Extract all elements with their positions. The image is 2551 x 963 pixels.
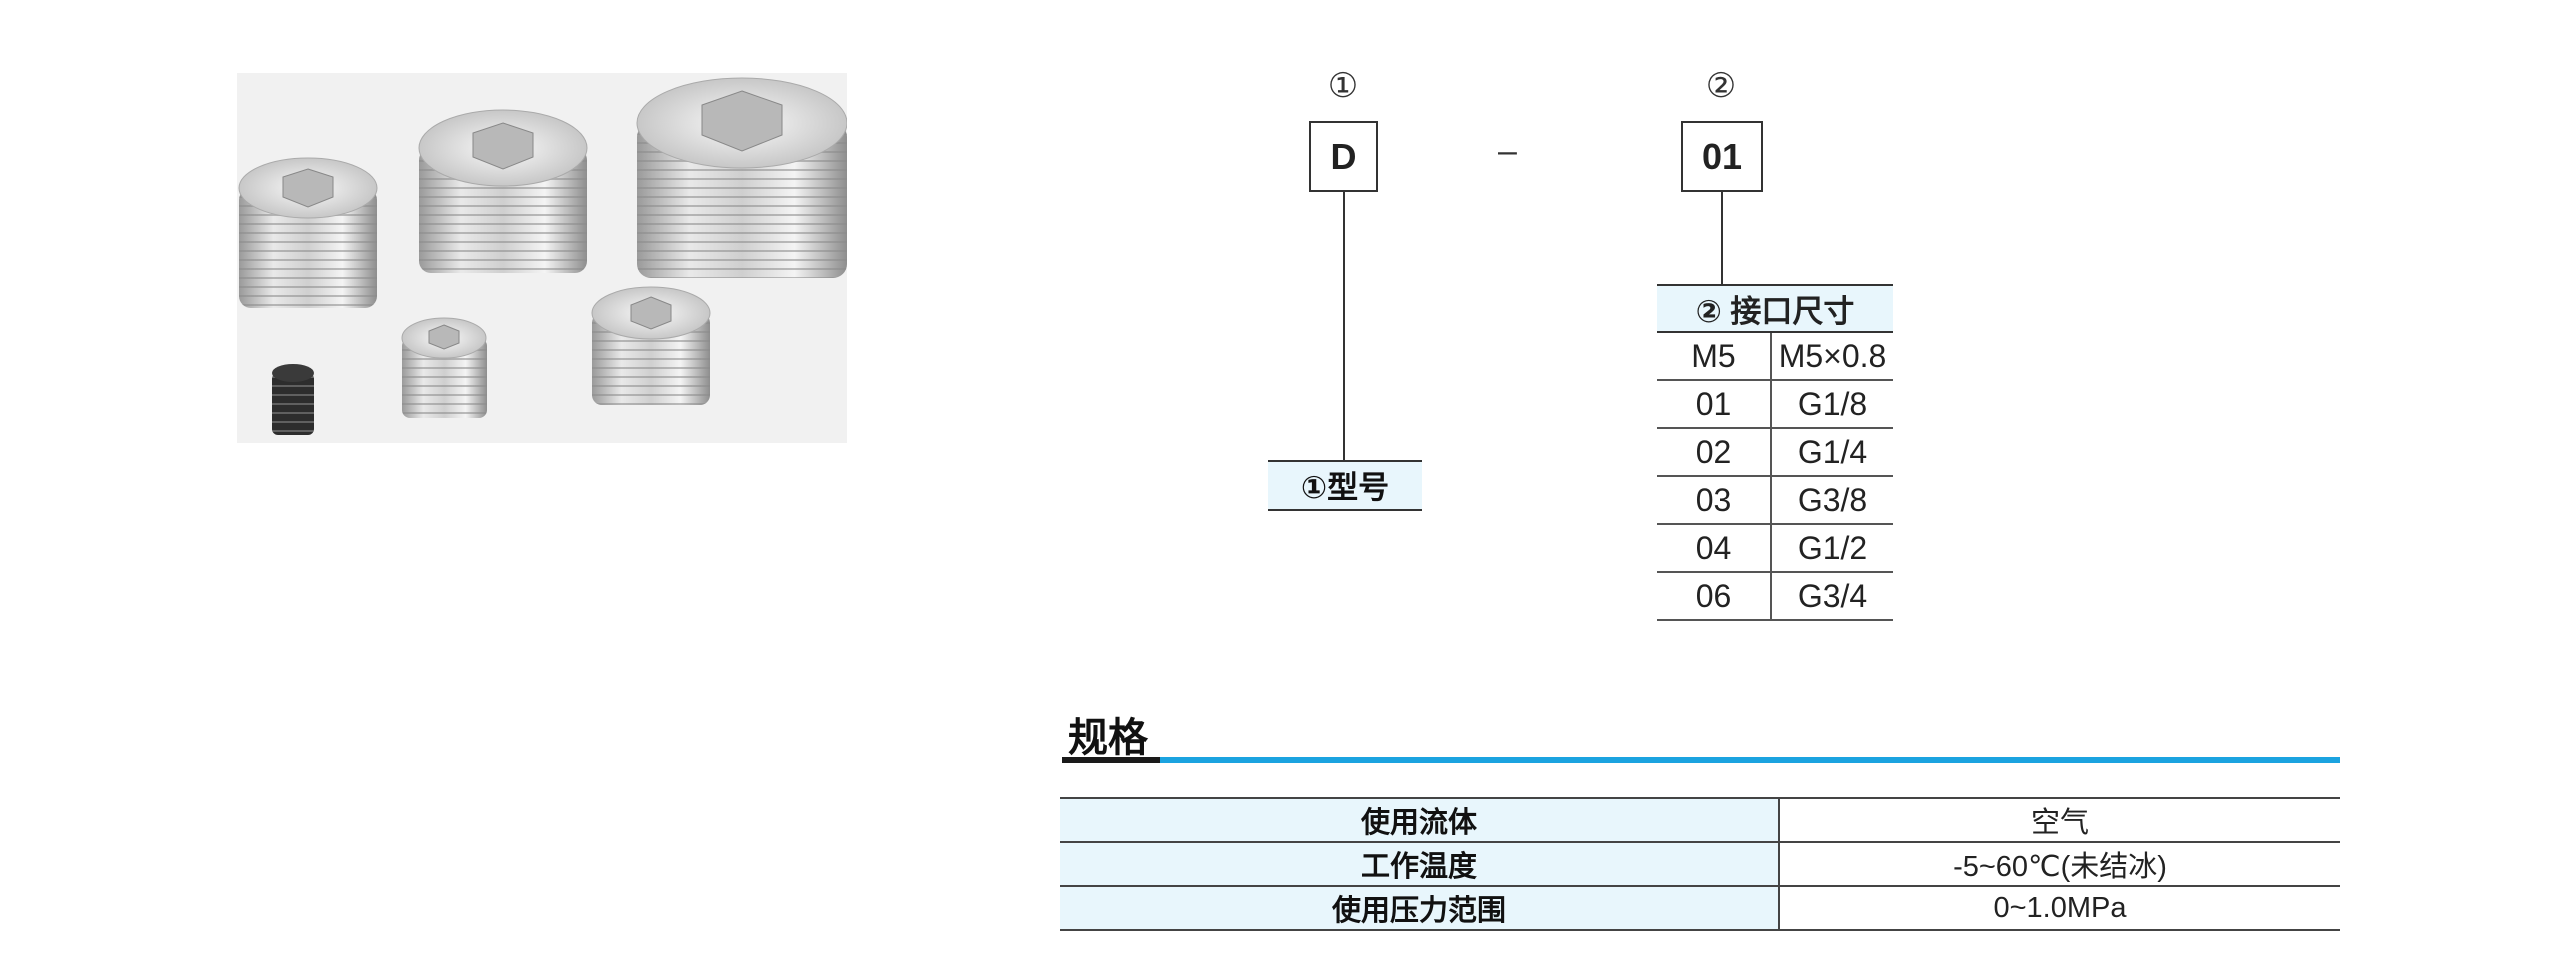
table-row: 04 G1/2 [1657, 524, 1893, 573]
table-row: 02 G1/4 [1657, 428, 1893, 477]
size-thread: G3/8 [1771, 476, 1893, 525]
product-photo [237, 73, 847, 443]
spec-title: 规格 [1068, 716, 1148, 760]
size-thread: G3/4 [1771, 572, 1893, 621]
code-box-size: 01 [1681, 121, 1763, 192]
table-row: 01 G1/8 [1657, 380, 1893, 429]
plug-black [272, 364, 314, 435]
size-code: M5 [1657, 332, 1772, 381]
port-size-table: ② 接口尺寸 M5 M5×0.8 01 G1/8 02 G1/4 03 G3/8… [1657, 284, 1893, 621]
code-separator: – [1498, 132, 1517, 170]
spec-divider [1160, 757, 2340, 763]
size-code: 02 [1657, 428, 1772, 477]
size-thread: G1/2 [1771, 524, 1893, 573]
code-box-model: D [1309, 121, 1378, 192]
connector-line-size [1721, 192, 1723, 284]
spec-label: 使用压力范围 [1060, 885, 1780, 931]
spec-label: 工作温度 [1060, 841, 1780, 886]
port-size-header: ② 接口尺寸 [1657, 284, 1893, 333]
spec-label: 使用流体 [1060, 797, 1780, 842]
marker-1: ① [1327, 67, 1359, 105]
plug-medium-small [591, 286, 711, 405]
marker-2: ② [1705, 67, 1737, 105]
plug-small [238, 157, 378, 308]
size-code: 04 [1657, 524, 1772, 573]
connector-line-model [1343, 192, 1345, 460]
plug-mini [401, 317, 487, 418]
table-row: 使用流体 空气 [1060, 797, 2340, 842]
table-row: 工作温度 -5~60℃(未结冰) [1060, 841, 2340, 886]
spec-value: -5~60℃(未结冰) [1779, 841, 2340, 886]
size-thread: G1/8 [1771, 380, 1893, 429]
table-row: 使用压力范围 0~1.0MPa [1060, 885, 2340, 931]
plug-medium [418, 109, 588, 273]
size-thread: M5×0.8 [1771, 332, 1893, 381]
spec-table: 使用流体 空气 工作温度 -5~60℃(未结冰) 使用压力范围 0~1.0MPa [1060, 797, 2340, 931]
table-row: 03 G3/8 [1657, 476, 1893, 525]
table-row: M5 M5×0.8 [1657, 332, 1893, 381]
size-code: 03 [1657, 476, 1772, 525]
size-thread: G1/4 [1771, 428, 1893, 477]
table-row: 06 G3/4 [1657, 572, 1893, 621]
size-code: 01 [1657, 380, 1772, 429]
plug-large [636, 77, 847, 278]
spec-value: 空气 [1779, 797, 2340, 842]
model-caption: ①型号 [1268, 460, 1422, 511]
spec-title-underline [1062, 757, 1160, 763]
spec-value: 0~1.0MPa [1779, 885, 2340, 931]
size-code: 06 [1657, 572, 1772, 621]
